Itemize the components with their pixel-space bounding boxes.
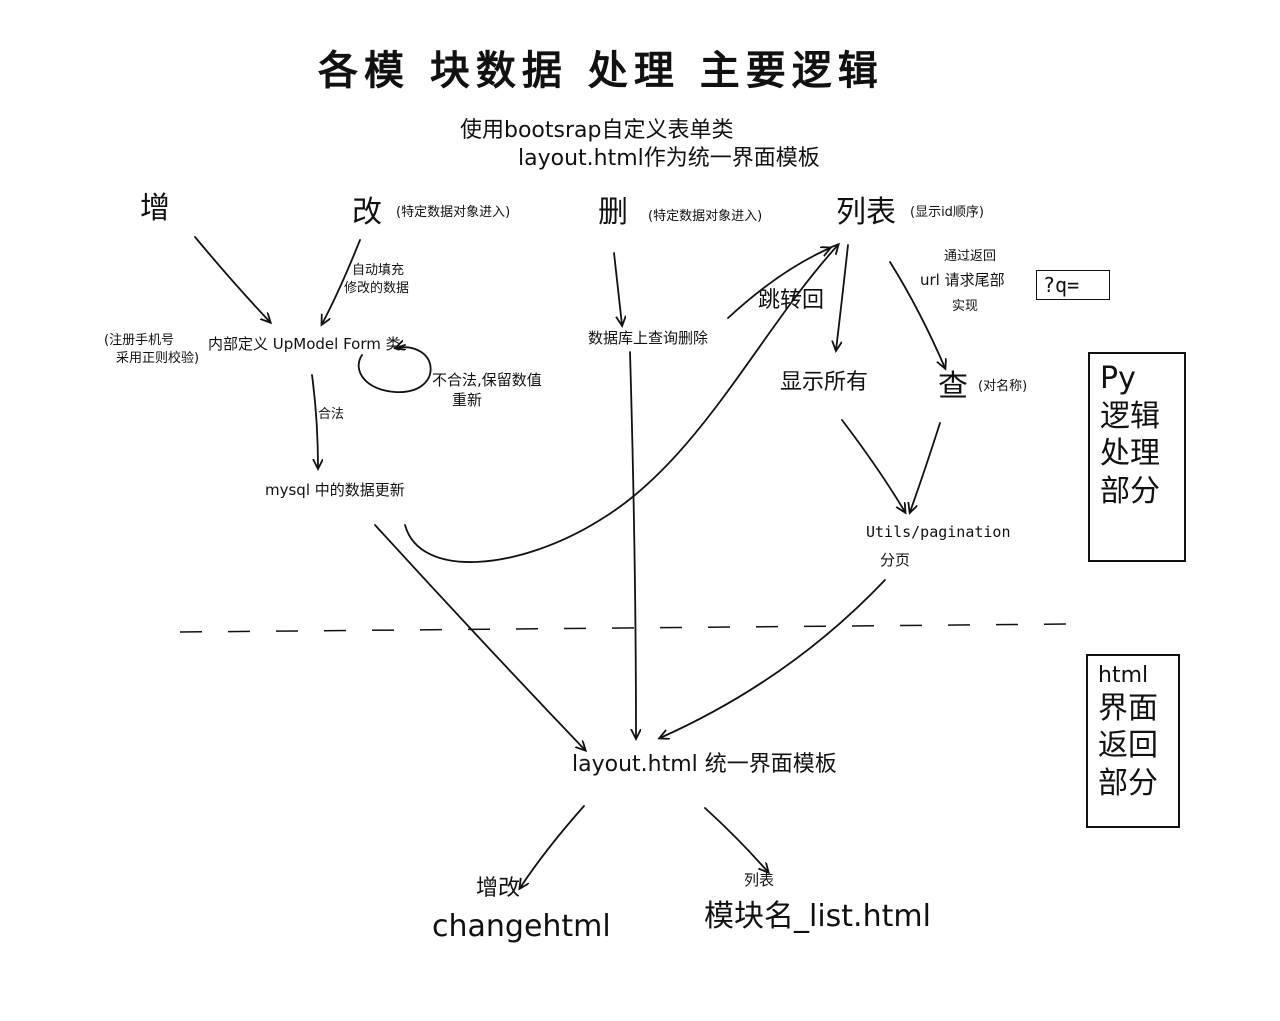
mysql-update-node: mysql 中的数据更新 (265, 481, 405, 499)
arrow-redirect-curve (404, 245, 838, 563)
arrow-invalid-loop-head (396, 345, 405, 348)
subtitle-layout: layout.html作为统一界面模板 (518, 146, 820, 171)
op-list-note: (显示id顺序) (910, 205, 985, 220)
html-box-line-3: 返回 (1098, 728, 1158, 763)
arrow-valid (311, 374, 318, 468)
arrow-mysql-to-layout (374, 524, 585, 750)
op-edit-note: (特定数据对象进入) (396, 205, 511, 220)
auto-fill-note-1: 自动填充 (352, 263, 405, 278)
via-url-note-1: 通过返回 (944, 249, 997, 264)
modelform-node: 内部定义 UpModel Form 类 (208, 335, 401, 353)
arrow-list-to-showall (836, 244, 849, 350)
arrow-search-to-page (910, 422, 941, 512)
show-all-node: 显示所有 (780, 370, 869, 395)
search-node: 查 (938, 369, 968, 404)
section-divider (179, 623, 1071, 633)
change-label: 增改 (476, 876, 521, 901)
subtitle-bootstrap: 使用bootsrap自定义表单类 (460, 118, 734, 143)
via-url-note-2: url 请求尾部 (920, 271, 1005, 289)
arrow-add-to-form (194, 236, 270, 322)
py-box-line-1: Py (1100, 361, 1136, 396)
arrow-page-to-layout (660, 579, 886, 738)
html-box-line-1: html (1098, 663, 1149, 688)
arrow-delete-down (613, 252, 622, 325)
pagination-label: 分页 (880, 551, 911, 569)
py-box-line-2: 逻辑 (1100, 398, 1160, 434)
phone-regex-note-1: (注册手机号 (104, 333, 175, 348)
op-edit: 改 (352, 195, 382, 230)
invalid-note-1: 不合法,保留数值 (432, 371, 542, 389)
invalid-note-2: 重新 (452, 391, 483, 409)
py-box-line-3: 处理 (1100, 436, 1160, 471)
list-file: 模块名_list.html (704, 899, 931, 934)
redirect-label: 跳转回 (758, 288, 825, 313)
html-return-box: html 界面 返回 部分 (1086, 654, 1180, 828)
arrow-showall-to-page (841, 419, 905, 512)
py-logic-box: Py 逻辑 处理 部分 (1088, 352, 1186, 562)
op-list: 列表 (836, 195, 896, 230)
arrow-layout-to-listfile (704, 807, 768, 872)
layout-node: layout.html 统一界面模板 (572, 752, 837, 777)
via-url-note-3: 实现 (952, 299, 979, 314)
search-note: (对名称) (978, 379, 1028, 394)
op-add: 增 (140, 191, 170, 226)
arrow-layout-to-change (520, 805, 585, 888)
op-delete: 删 (598, 195, 628, 230)
list-label: 列表 (744, 871, 775, 889)
arrow-invalid-loop (357, 346, 432, 393)
arrow-db-to-layout (629, 351, 636, 738)
change-file: changehtml (432, 909, 611, 944)
py-box-line-4: 部分 (1100, 473, 1160, 509)
arrow-edit-to-form (322, 239, 361, 324)
db-delete-node: 数据库上查询删除 (588, 329, 709, 347)
op-delete-note: (特定数据对象进入) (648, 209, 763, 224)
diagram-title: 各模 块数据 处理 主要逻辑 (318, 48, 884, 94)
arrow-list-to-search (889, 261, 945, 368)
html-box-line-2: 界面 (1098, 690, 1158, 726)
phone-regex-note-2: 采用正则校验) (116, 351, 200, 366)
arrow-delete-redirect (727, 248, 830, 319)
pagination-node: Utils/pagination (866, 523, 1011, 541)
url-param-box: ?q= (1036, 270, 1110, 300)
valid-label: 合法 (318, 407, 345, 422)
auto-fill-note-2: 修改的数据 (344, 281, 410, 296)
html-box-line-4: 部分 (1098, 765, 1158, 801)
